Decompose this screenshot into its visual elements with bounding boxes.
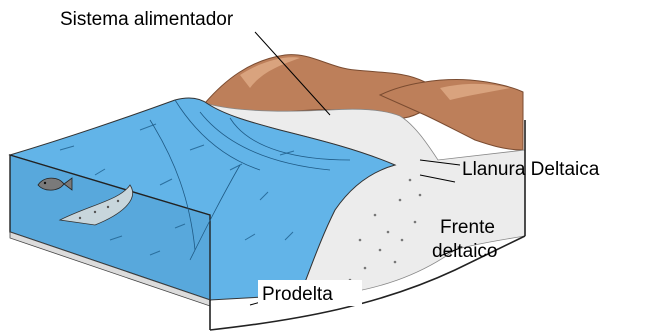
- label-prodelta: Prodelta: [262, 284, 333, 305]
- label-feeder-system: Sistema alimentador: [60, 9, 234, 30]
- label-delta-plain: Llanura Deltaica: [462, 159, 600, 180]
- label-delta-front-line1: Frente: [440, 217, 495, 238]
- label-delta-front-line2: deltaico: [432, 241, 498, 262]
